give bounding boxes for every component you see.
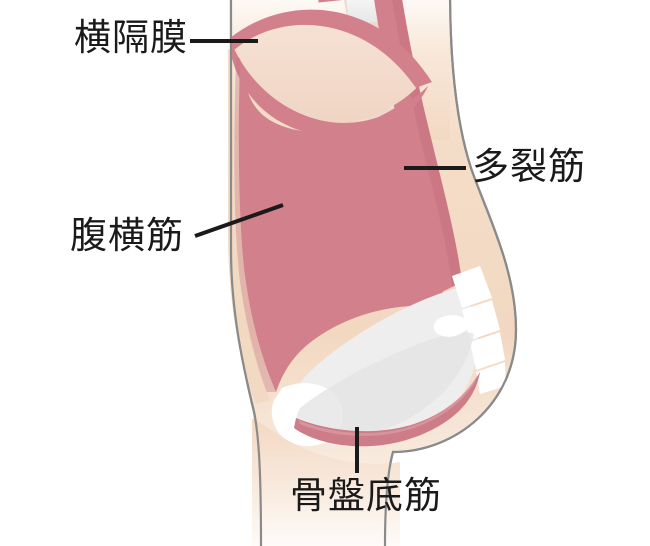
sacrum-segment [452,266,492,308]
diaphragm-sheet-upper [230,9,432,88]
acetabulum-notch [433,315,470,337]
sacrum-segment [470,332,505,370]
transversus-mass [238,58,448,392]
pelvic-floor-band [294,372,480,447]
leader-lines [190,39,466,473]
diaphragm-muscle [230,9,432,137]
label-transversus-abdominis: 腹横筋 [70,215,184,256]
pelvic-floor-muscle [294,372,480,447]
label-diaphragm: 横隔膜 [74,17,188,58]
thigh-fill [252,418,400,546]
thigh-region [252,418,400,546]
diaphragm-sheet-lower [230,44,428,137]
label-pelvic-floor: 骨盤底筋 [290,475,442,516]
transversus-shade [234,58,276,392]
internal-anatomy [228,0,506,546]
pelvis-bones [271,266,506,447]
front-contour [229,0,263,546]
pelvic-inlet-shade [296,332,474,437]
coccyx-segment [476,362,506,394]
label-multifidus: 多裂筋 [472,146,586,187]
body-contour-lines [229,0,518,546]
leader-line-transversus [194,203,284,238]
sacrum-segment [462,300,500,340]
back-contour [383,0,518,546]
sacrum-segments [452,266,506,394]
